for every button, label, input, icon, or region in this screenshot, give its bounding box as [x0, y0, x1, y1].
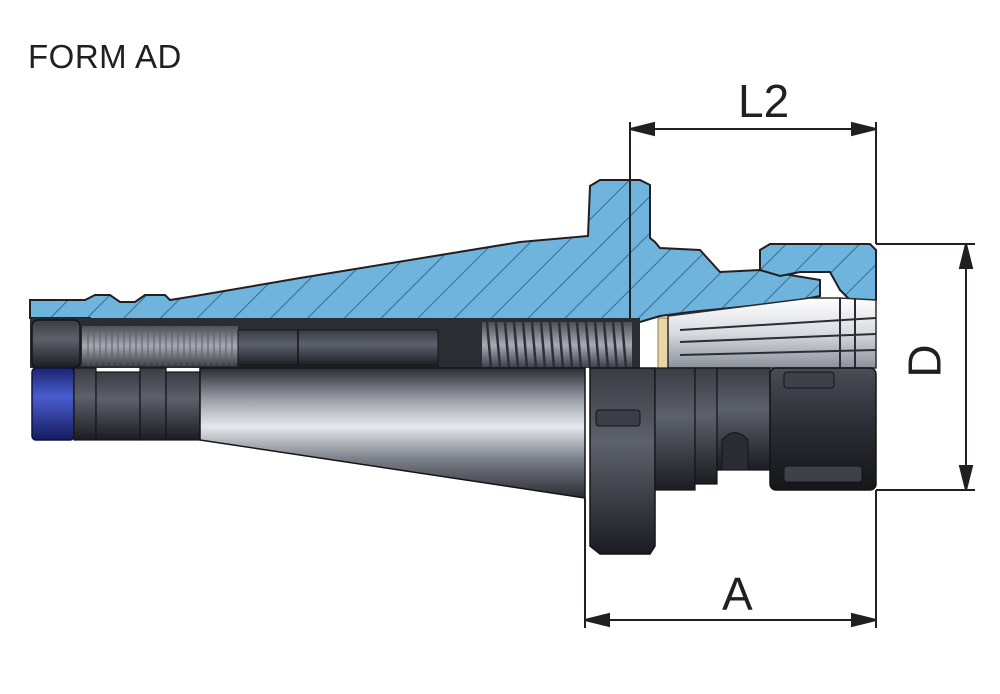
form-title: FORM AD [28, 38, 182, 75]
brass-ring [657, 317, 669, 369]
dimension-lines [584, 121, 975, 628]
flange-slot [595, 409, 641, 427]
internal-thread-region [482, 317, 669, 369]
exterior-view-lower [31, 367, 877, 555]
dimension-label-d: D [898, 344, 951, 378]
stud-groove-1 [95, 371, 141, 441]
drawbar-shaft [237, 329, 439, 367]
holder-neck [654, 367, 696, 491]
stud-groove-3 [165, 371, 201, 441]
drive-key-blue [31, 367, 75, 441]
flange [589, 367, 656, 555]
taper-shank [199, 367, 586, 499]
stud-head [31, 319, 81, 369]
internal-thread-lines [485, 321, 628, 369]
stud-collar [73, 367, 97, 441]
collet-slots [679, 298, 877, 368]
dimension-label-l2: L2 [738, 75, 790, 127]
dimension-label-a: A [722, 568, 753, 620]
nut-slot-bottom [783, 465, 863, 483]
wrench-groove [721, 432, 749, 471]
sectioned-body [29, 179, 821, 331]
stud-groove-2 [139, 367, 167, 441]
pull-stud-region [31, 319, 439, 369]
clamping-nut-section [759, 243, 877, 301]
stud-thread-lines [87, 326, 233, 366]
collet [667, 297, 877, 369]
nut-slot-top [783, 371, 835, 389]
clamping-nut [769, 367, 877, 491]
holder-neck-2 [694, 367, 718, 485]
